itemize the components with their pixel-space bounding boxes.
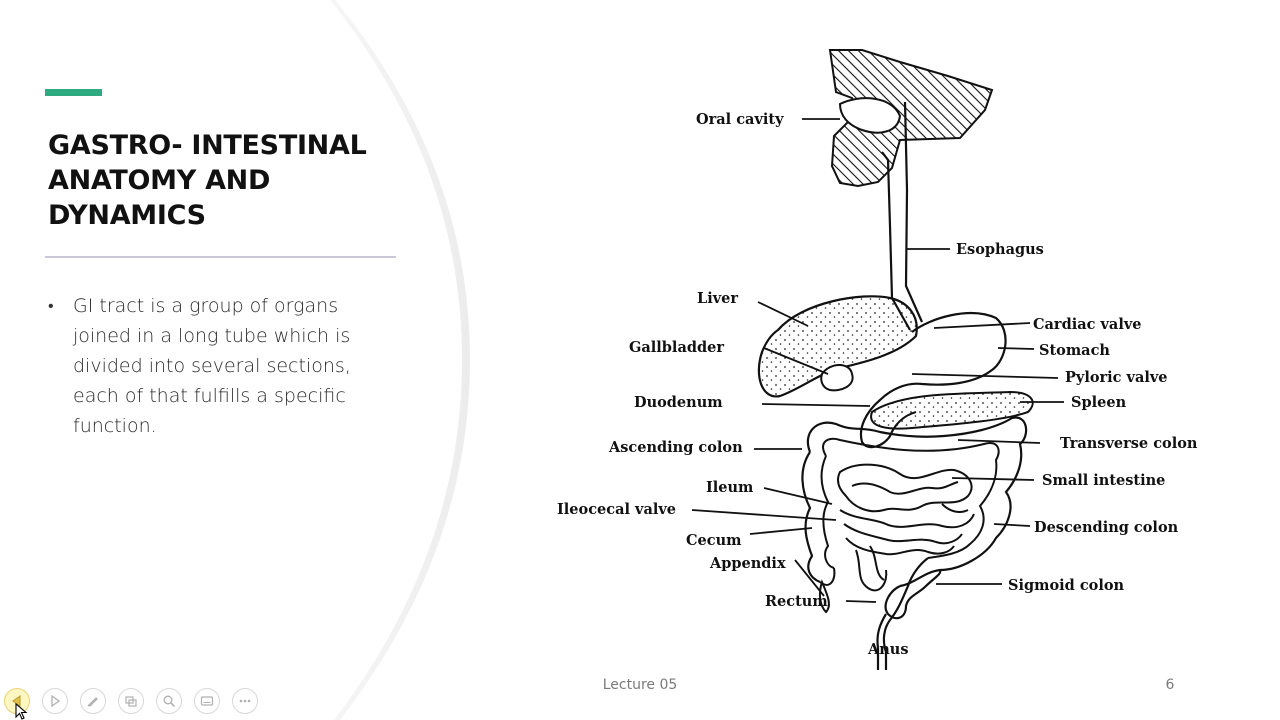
label-rectum: Rectum [765, 593, 828, 610]
small-intestine [837, 463, 975, 592]
label-transverse-colon: Transverse colon [1060, 435, 1198, 452]
stomach [859, 311, 1007, 449]
mouse-cursor-icon [15, 703, 28, 720]
label-ascending-colon: Ascending colon [608, 439, 743, 456]
gi-tract-diagram: Oral cavity Esophagus Liver Gallbladder … [557, 49, 1198, 670]
bullet-text: GI tract is a group of organs joined in … [73, 295, 351, 437]
label-oral-cavity: Oral cavity [696, 111, 784, 128]
sigmoid-colon-rectum [876, 557, 942, 670]
slides-icon [125, 696, 137, 707]
bullet-list: • GI tract is a group of organs joined i… [48, 291, 398, 441]
see-all-slides-button[interactable] [118, 688, 144, 714]
label-duodenum: Duodenum [634, 394, 723, 411]
bullet-item: • GI tract is a group of organs joined i… [48, 291, 398, 441]
label-pyloric-valve: Pyloric valve [1065, 369, 1168, 386]
subtitles-icon [200, 696, 214, 706]
label-esophagus: Esophagus [956, 241, 1044, 258]
head-oral-cavity [828, 49, 994, 188]
next-slide-button[interactable] [42, 688, 68, 714]
previous-slide-button[interactable] [4, 688, 30, 714]
zoom-button[interactable] [156, 688, 182, 714]
label-ileum: Ileum [706, 479, 754, 496]
label-spleen: Spleen [1071, 394, 1127, 411]
title-divider [45, 256, 396, 258]
label-sigmoid-colon: Sigmoid colon [1008, 577, 1125, 594]
more-options-button[interactable] [232, 688, 258, 714]
large-intestine [801, 416, 1028, 588]
previous-icon [12, 695, 21, 707]
label-gallbladder: Gallbladder [629, 339, 724, 356]
label-leader-lines [691, 118, 1064, 603]
label-ileocecal-valve: Ileocecal valve [557, 501, 676, 518]
title-accent-bar [45, 89, 102, 96]
left-panel-background [0, 0, 470, 720]
spleen [870, 390, 1034, 430]
label-descending-colon: Descending colon [1034, 519, 1179, 536]
next-icon [51, 694, 61, 708]
slide-number: 6 [1165, 677, 1175, 693]
footer-lecture: Lecture 05 [602, 677, 678, 693]
label-stomach: Stomach [1039, 342, 1110, 359]
label-cecum: Cecum [686, 532, 742, 549]
gallbladder [820, 364, 854, 392]
label-cardiac-valve: Cardiac valve [1033, 316, 1141, 333]
presentation-toolbar [4, 688, 258, 714]
label-appendix: Appendix [709, 555, 786, 572]
zoom-icon [163, 695, 176, 708]
pen-tool-button[interactable] [80, 688, 106, 714]
bullet-dot: • [48, 296, 54, 315]
pen-icon [87, 697, 98, 707]
more-icon [239, 699, 251, 703]
subtitles-button[interactable] [194, 688, 220, 714]
label-small-intestine: Small intestine [1042, 472, 1165, 489]
label-liver: Liver [697, 290, 738, 307]
slide-title: GASTRO- INTESTINAL ANATOMY AND DYNAMICS [48, 130, 367, 231]
label-anus: Anus [867, 641, 909, 658]
